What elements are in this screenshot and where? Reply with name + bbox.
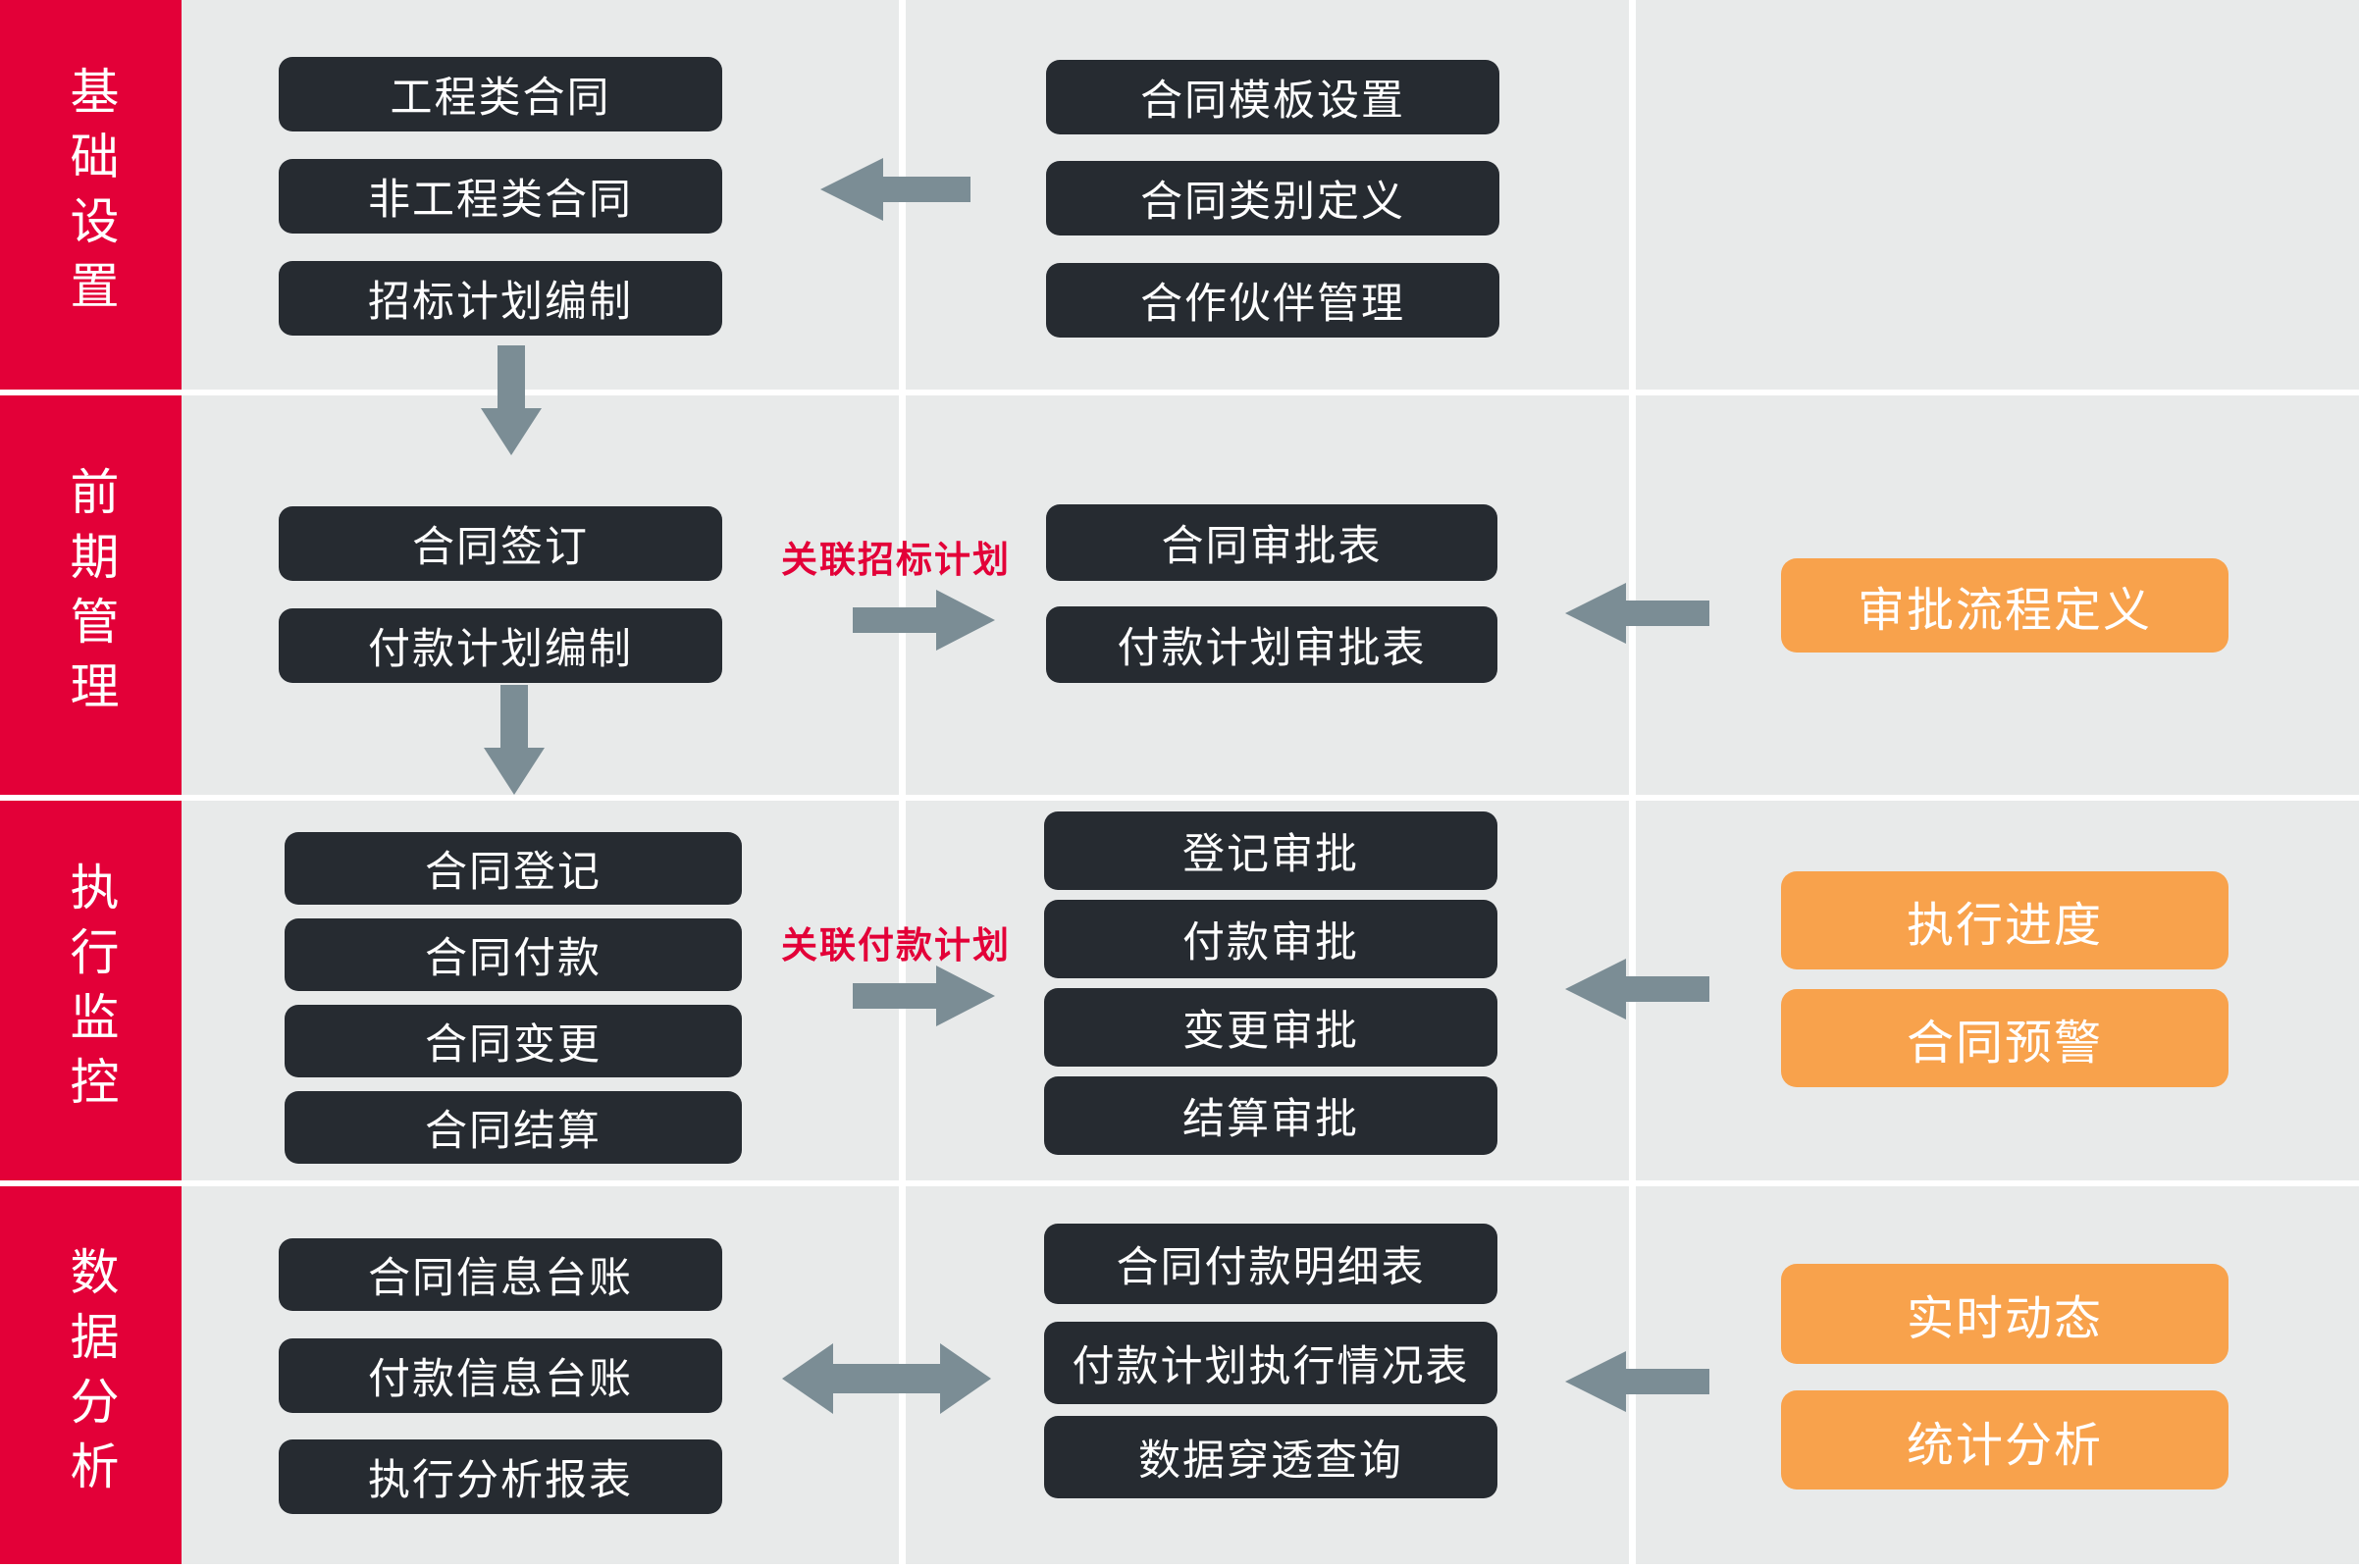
node-contract-info-ledger: 合同信息台账 <box>279 1238 722 1311</box>
node-data-drill-through-query: 数据穿透查询 <box>1044 1416 1497 1498</box>
node-contract-change: 合同变更 <box>285 1005 742 1077</box>
horizontal-divider-1 <box>0 390 2359 395</box>
node-execution-progress: 执行进度 <box>1781 871 2228 969</box>
sidebar-section-data-analysis: 数据分析 <box>0 1186 182 1564</box>
node-contract-template-setup: 合同模板设置 <box>1046 60 1499 134</box>
arrow-left-row3 <box>1565 959 1709 1019</box>
vertical-divider-2 <box>1629 0 1636 1568</box>
sidebar-label-data-analysis: 数据分析 <box>62 1245 120 1505</box>
horizontal-divider-2 <box>0 795 2359 801</box>
node-contract-alert: 合同预警 <box>1781 989 2228 1087</box>
sidebar-label-basic-setup: 基础设置 <box>62 65 120 325</box>
node-contract-category-definition: 合同类别定义 <box>1046 161 1499 235</box>
arrow-right-row3 <box>853 966 995 1026</box>
arrow-left-row2 <box>1565 583 1709 644</box>
arrow-double-row4 <box>782 1343 991 1414</box>
node-contract-payment: 合同付款 <box>285 918 742 991</box>
sidebar-label-execution-monitoring: 执行监控 <box>62 861 120 1121</box>
node-approval-workflow-definition: 审批流程定义 <box>1781 558 2228 653</box>
horizontal-divider-bottom <box>0 1564 2359 1568</box>
node-payment-approval: 付款审批 <box>1044 900 1497 978</box>
horizontal-divider-3 <box>0 1180 2359 1186</box>
sidebar-section-basic-setup: 基础设置 <box>0 0 182 390</box>
arrow-down-row1-to-row2 <box>481 345 542 455</box>
arrow-down-row2-to-row3 <box>484 685 545 795</box>
annotation-link-payment-plan: 关联付款计划 <box>781 924 1011 967</box>
node-payment-plan-execution-table: 付款计划执行情况表 <box>1044 1322 1497 1404</box>
node-partner-management: 合作伙伴管理 <box>1046 263 1499 338</box>
node-realtime-dynamics: 实时动态 <box>1781 1264 2228 1364</box>
node-contract-signing: 合同签订 <box>279 506 722 581</box>
node-contract-payment-detail-table: 合同付款明细表 <box>1044 1224 1497 1304</box>
node-registration-approval: 登记审批 <box>1044 811 1497 890</box>
node-payment-plan-approval-form: 付款计划审批表 <box>1046 606 1497 683</box>
node-bidding-plan-preparation: 招标计划编制 <box>279 261 722 336</box>
sidebar-label-pre-management: 前期管理 <box>62 465 120 725</box>
arrow-right-row2 <box>853 590 995 651</box>
arrow-left-row4 <box>1565 1351 1709 1412</box>
node-contract-registration: 合同登记 <box>285 832 742 905</box>
arrow-left-row1 <box>820 158 970 221</box>
node-contract-settlement: 合同结算 <box>285 1091 742 1164</box>
annotation-link-bidding-plan: 关联招标计划 <box>781 539 1011 581</box>
sidebar-section-execution-monitoring: 执行监控 <box>0 801 182 1180</box>
node-payment-plan-preparation: 付款计划编制 <box>279 608 722 683</box>
vertical-divider-1 <box>899 0 906 1568</box>
node-statistical-analysis: 统计分析 <box>1781 1390 2228 1490</box>
node-non-project-contract: 非工程类合同 <box>279 159 722 234</box>
node-settlement-approval: 结算审批 <box>1044 1076 1497 1155</box>
node-change-approval: 变更审批 <box>1044 988 1497 1067</box>
node-payment-info-ledger: 付款信息台账 <box>279 1338 722 1413</box>
node-contract-approval-form: 合同审批表 <box>1046 504 1497 581</box>
node-project-contract: 工程类合同 <box>279 57 722 131</box>
node-execution-analysis-report: 执行分析报表 <box>279 1439 722 1514</box>
sidebar-section-pre-management: 前期管理 <box>0 395 182 795</box>
